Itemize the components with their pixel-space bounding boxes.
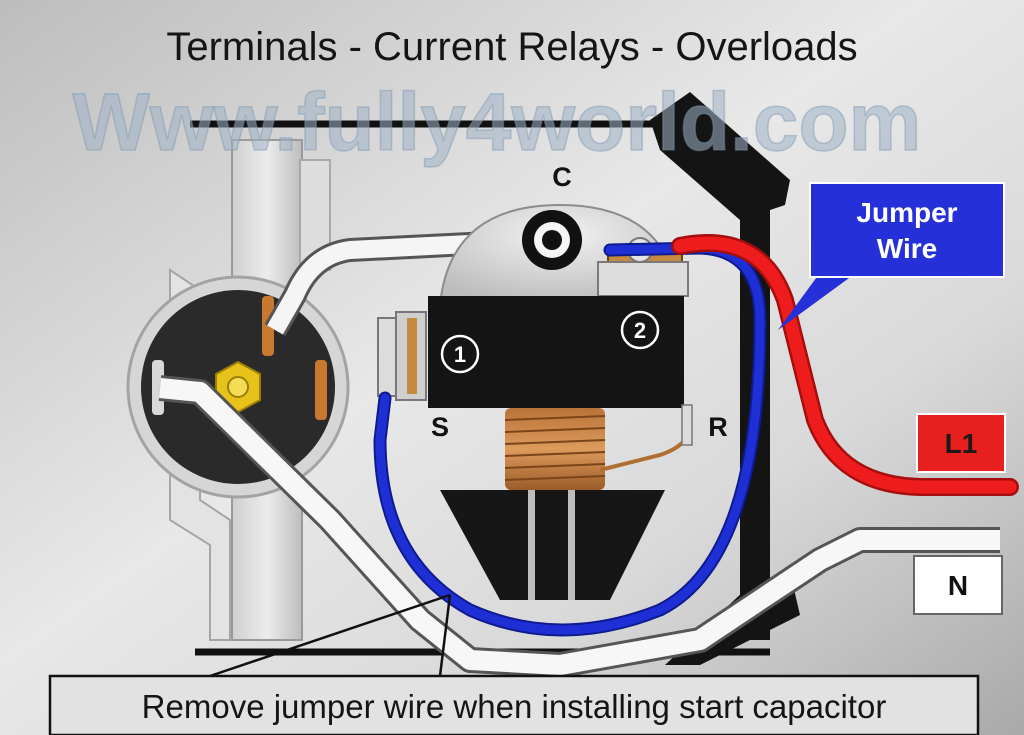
watermark: Www.fully4world.com (73, 77, 922, 168)
compressor-terminal-cluster-icon (126, 275, 350, 499)
caption-box: Remove jumper wire when installing start… (48, 674, 980, 735)
callout-line-2: Wire (877, 233, 937, 264)
terminal-1-label: 1 (454, 342, 466, 367)
terminal-label-start: S (431, 412, 449, 442)
relay-body (428, 296, 684, 408)
relay-coil-icon (504, 408, 606, 490)
tapered-relay-base-icon (440, 490, 665, 600)
terminal-label-common: C (552, 162, 572, 192)
l1-badge: L1 (916, 413, 1006, 473)
jumper-wire-callout: Jumper Wire (778, 182, 1005, 330)
relay-terminal-1-screw (377, 311, 427, 401)
common-wire (267, 231, 549, 335)
line-wire (673, 236, 1017, 494)
callout-line-1: Jumper (856, 197, 957, 228)
caption-text: Remove jumper wire when installing start… (142, 688, 887, 725)
caption-pointer-right (438, 594, 452, 677)
neutral-wire (159, 378, 1000, 675)
run-terminal-tab (681, 404, 693, 446)
terminal-2-marker (620, 310, 660, 350)
common-terminal (522, 210, 582, 270)
n-label: N (948, 570, 968, 601)
diagram-title: Terminals - Current Relays - Overloads (166, 25, 857, 69)
terminal-1-marker (440, 334, 480, 374)
terminal-2-label: 2 (634, 318, 646, 343)
caption-pointer-left (209, 593, 451, 678)
n-badge: N (913, 555, 1003, 615)
jumper-wire (375, 243, 765, 635)
l1-label: L1 (945, 428, 978, 459)
terminal-label-run: R (708, 412, 728, 442)
